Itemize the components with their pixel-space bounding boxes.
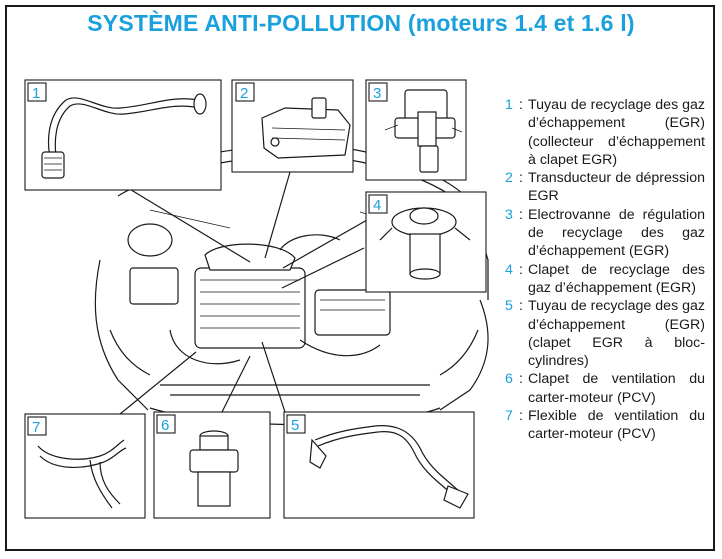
- legend: 1 : Tuyau de recyclage des gaz d’échappe…: [505, 96, 705, 444]
- legend-number: 6: [505, 371, 513, 388]
- svg-text:3: 3: [373, 85, 381, 102]
- legend-text: Transducteur de dépression EGR: [528, 170, 705, 205]
- leader-lines: [117, 171, 403, 415]
- part-box-6: [153, 411, 271, 519]
- legend-number: 3: [505, 206, 513, 223]
- legend-number: 2: [505, 170, 513, 187]
- legend-text: Clapet de recyclage des gaz d’échappemen…: [528, 261, 705, 296]
- legend-text: Flexible de ventilation du carter-moteur…: [528, 408, 705, 443]
- svg-text:5: 5: [291, 417, 299, 434]
- legend-item-3: 3 : Electrovanne de régulation de recycl…: [505, 206, 705, 260]
- svg-text:6: 6: [161, 417, 169, 434]
- legend-item-5: 5 : Tuyau de recyclage des gaz d’échappe…: [505, 298, 705, 370]
- callout-5: 5: [286, 414, 306, 434]
- callout-6: 6: [156, 414, 176, 434]
- legend-text: Electrovanne de régulation de recyclage …: [528, 206, 705, 260]
- engine-bay-drawing: [94, 144, 489, 426]
- legend-item-6: 6 : Clapet de ventilation du carter-mote…: [505, 371, 705, 406]
- svg-text:4: 4: [373, 197, 381, 214]
- legend-item-4: 4 : Clapet de recyclage des gaz d’échapp…: [505, 261, 705, 296]
- callout-badges: 1 2 3 4 5 6 7: [27, 82, 388, 436]
- svg-text:1: 1: [32, 85, 40, 102]
- part-box-2: [231, 79, 354, 173]
- legend-item-2: 2 : Transducteur de dépression EGR: [505, 170, 705, 205]
- callout-4: 4: [368, 194, 388, 214]
- page-title: SYSTÈME ANTI-POLLUTION (moteurs 1.4 et 1…: [87, 10, 635, 36]
- legend-number: 5: [505, 298, 513, 315]
- svg-text:7: 7: [32, 419, 40, 436]
- legend-item-1: 1 : Tuyau de recyclage des gaz d’échappe…: [505, 97, 705, 168]
- legend-text: Tuyau de recyclage des gaz d’échappement…: [528, 97, 705, 168]
- legend-item-7: 7 : Flexible de ventilation du carter-mo…: [505, 408, 705, 443]
- part-box-1: [24, 79, 222, 191]
- callout-7: 7: [27, 416, 47, 436]
- callout-1: 1: [27, 82, 47, 102]
- legend-number: 1: [505, 97, 513, 113]
- part-box-5: [283, 411, 475, 519]
- legend-text: Clapet de ventilation du carter-moteur (…: [528, 371, 705, 406]
- callout-3: 3: [368, 82, 388, 102]
- legend-number: 4: [505, 261, 513, 278]
- callout-2: 2: [235, 82, 255, 102]
- legend-number: 7: [505, 408, 513, 425]
- legend-text: Tuyau de recyclage des gaz d’échappement…: [528, 298, 705, 370]
- svg-text:2: 2: [240, 85, 248, 102]
